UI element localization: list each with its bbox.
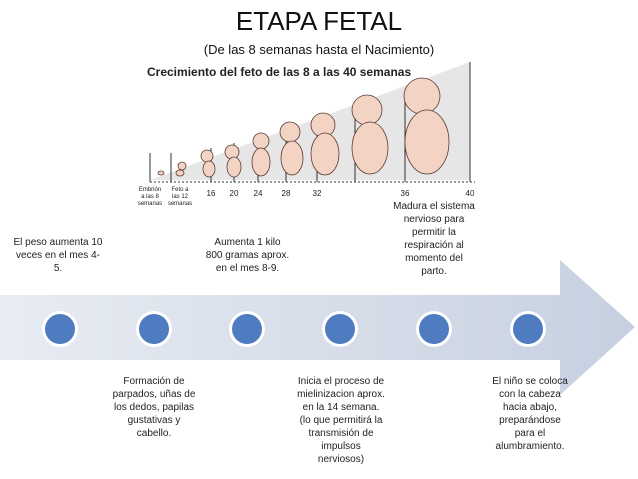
fetus-32-weeks	[310, 112, 340, 176]
fetus-24-weeks	[251, 132, 271, 177]
caption-weight-increase: El peso aumenta 10 veces en el mes 4-5.	[13, 237, 103, 274]
caption-eyelids-nails: Formación de parpados, uñas de los dedos…	[112, 376, 196, 439]
label-embryo-line2: a las 8	[141, 194, 159, 200]
week-label-40: 40	[466, 189, 475, 198]
fetus-8-weeks	[157, 170, 165, 176]
timeline-dot	[416, 311, 452, 347]
timeline-dot	[136, 311, 172, 347]
fetus-20-weeks	[224, 144, 242, 178]
caption-weight-gain-late: Aumenta 1 kilo 800 gramas aprox. en el m…	[205, 237, 290, 274]
week-label-32: 32	[313, 189, 322, 198]
page-title: ETAPA FETAL	[235, 6, 403, 36]
timeline-dot	[229, 311, 265, 347]
timeline-dot	[322, 311, 358, 347]
week-label-24: 24	[254, 189, 263, 198]
label-fetus12-line2: las 12	[172, 194, 189, 200]
week-label-16: 16	[207, 189, 216, 198]
fetus-16-weeks	[200, 149, 216, 178]
timeline-dot	[510, 311, 546, 347]
fetus-12-weeks	[175, 161, 187, 177]
fetal-growth-figure: Crecimiento del feto de las 8 a las 40 s…	[130, 58, 485, 208]
timeline-dot	[42, 311, 78, 347]
page-subtitle: (De las 8 semanas hasta el Nacimiento)	[203, 42, 435, 57]
figure-heading: Crecimiento del feto de las 8 a las 40 s…	[147, 65, 411, 79]
label-fetus12-line1: Feto a	[171, 187, 189, 193]
fetus-28-weeks	[279, 121, 304, 176]
week-label-36: 36	[401, 189, 410, 198]
week-label-28: 28	[282, 189, 291, 198]
week-label-20: 20	[230, 189, 239, 198]
caption-myelination: Inicia el proceso de mielinizacion aprox…	[297, 376, 385, 465]
caption-head-down: El niño se coloca con la cabeza hacia ab…	[492, 376, 568, 452]
caption-nervous-system: Madura el sistema nervioso para permitir…	[393, 201, 475, 277]
label-embryo-line3: semanas	[138, 201, 162, 207]
label-embryo-line1: Embrión	[139, 187, 161, 193]
fetus-36-weeks	[351, 94, 389, 175]
arrow-shape	[0, 260, 635, 395]
fetus-40-weeks	[403, 77, 450, 175]
label-fetus12-line3: semanas	[168, 201, 192, 207]
timeline-arrow	[0, 255, 638, 405]
